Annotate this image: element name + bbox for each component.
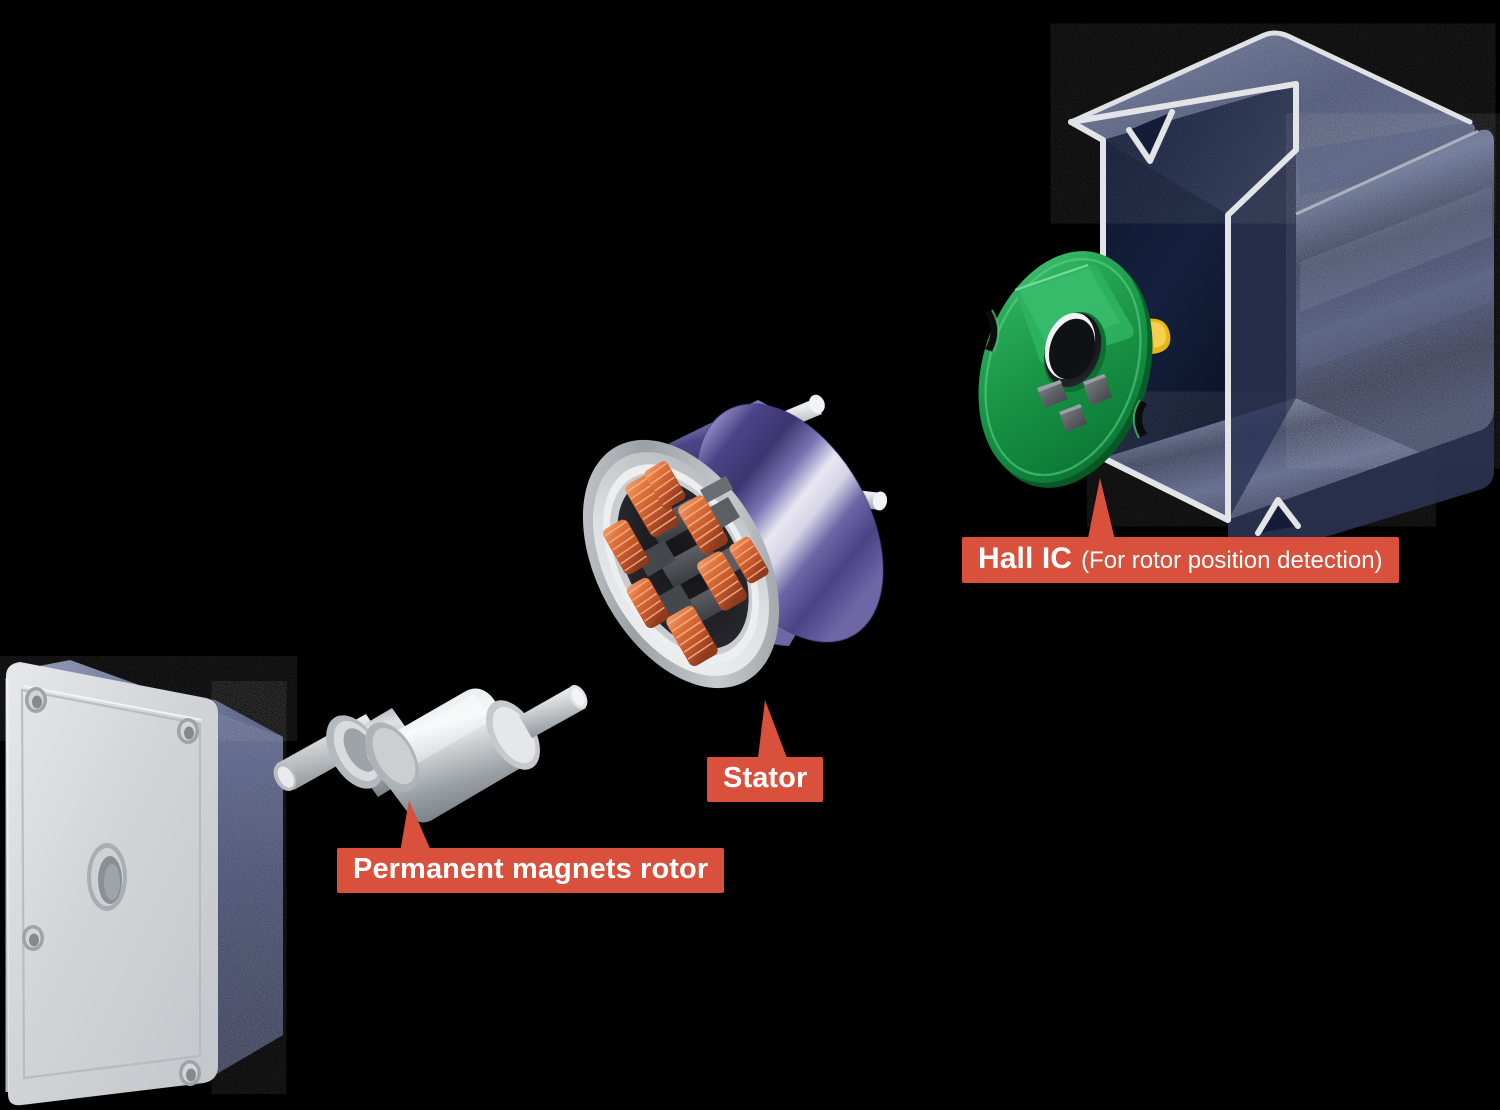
pcb-center-hole <box>1043 311 1107 393</box>
callout-stator[interactable]: Stator <box>707 757 824 802</box>
plate-center-bore <box>87 843 127 911</box>
callout-hall-ic[interactable]: Hall IC (For rotor position detection) <box>962 537 1399 583</box>
callout-rotor-main: Permanent magnets rotor <box>353 853 709 885</box>
stator-teeth-and-windings <box>603 461 769 667</box>
stator-assembly <box>582 394 888 689</box>
pointer-hall-ic <box>1086 478 1117 548</box>
plate-mounting-holes <box>22 687 201 1086</box>
hall-ic-pcb <box>978 251 1171 488</box>
pcb-hall-sensors <box>1037 374 1112 432</box>
callout-hall-ic-main: Hall IC <box>978 542 1073 575</box>
housing-notch-bottom <box>1255 497 1301 536</box>
pointer-rotor <box>399 800 434 858</box>
pointer-stator <box>757 700 790 766</box>
rotor-shaft-rear <box>519 684 588 738</box>
end-plate <box>5 660 283 1106</box>
rotor-magnet-body <box>365 688 540 823</box>
callout-pointers <box>399 478 1117 858</box>
housing-notch-top <box>1126 109 1175 164</box>
callout-permanent-magnets-rotor[interactable]: Permanent magnets rotor <box>337 848 725 893</box>
pcb-notch-left <box>985 309 1000 353</box>
callout-stator-main: Stator <box>723 762 808 794</box>
rotor-assembly <box>273 684 588 823</box>
callout-hall-ic-sub: (For rotor position detection) <box>1081 547 1383 574</box>
pcb-notch-right <box>1132 399 1147 439</box>
stator-windings <box>603 461 769 667</box>
